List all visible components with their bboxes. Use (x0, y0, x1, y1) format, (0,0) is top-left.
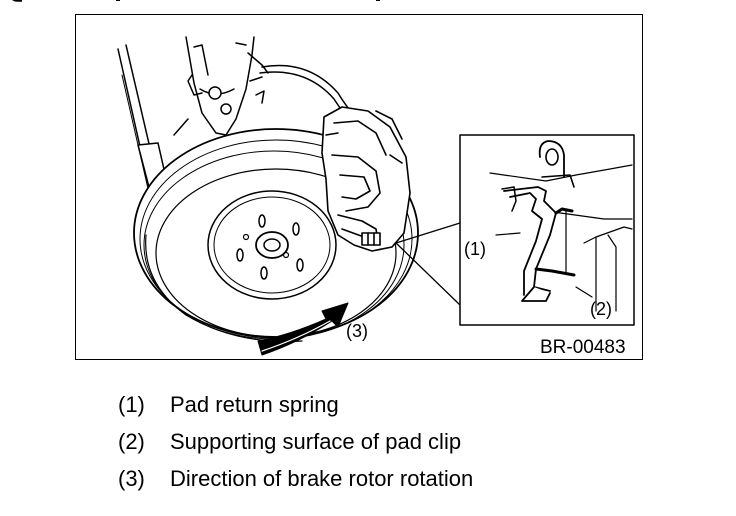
detail-leader-lines (395, 222, 461, 306)
callout-rotor-rotation: (3) (346, 321, 368, 341)
brake-caliper (321, 106, 411, 252)
legend-item: (3) Direction of brake rotor rotation (118, 460, 473, 497)
legend-number: (2) (118, 429, 145, 454)
legend-number: (3) (118, 466, 145, 491)
figure-id: BR-00483 (540, 337, 626, 358)
rotation-arrow (257, 302, 349, 356)
figure-frame: (1) (2) (3) BR-00483 (75, 14, 643, 360)
callout-pad-return-spring: (1) (464, 239, 486, 259)
callout-pad-clip-surface: (2) (590, 299, 612, 319)
legend-text: Supporting surface of pad clip (170, 429, 462, 454)
detail-inset (459, 134, 635, 326)
legend-item: (1) Pad return spring (118, 386, 473, 423)
brake-assembly-illustration: (1) (2) (3) BR-00483 (117, 36, 635, 358)
legend-text: Pad return spring (170, 392, 339, 417)
legend-text: Direction of brake rotor rotation (170, 466, 474, 491)
strut-knuckle (173, 36, 353, 136)
legend-number: (1) (118, 392, 145, 417)
cropped-heading (0, 0, 420, 14)
legend-item: (2) Supporting surface of pad clip (118, 423, 473, 460)
cropped-heading-glyphs (12, 0, 380, 2)
figure-legend: (1) Pad return spring (2) Supporting sur… (118, 386, 473, 497)
